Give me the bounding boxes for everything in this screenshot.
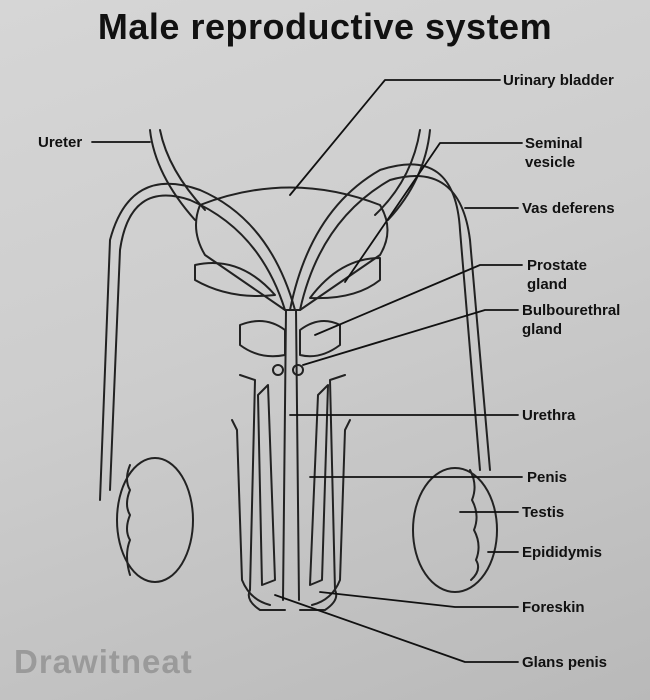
label-testis: Testis — [522, 504, 565, 521]
seminal-vesicles — [194, 257, 381, 300]
label-line-1: Bulbourethral — [522, 302, 621, 319]
testes — [116, 457, 498, 593]
label-epididymis: Epididymis — [522, 544, 603, 561]
label-seminal-vesicle: Seminal vesicle — [525, 134, 583, 172]
label-bulbourethral-gland: Bulbourethral gland — [522, 301, 620, 339]
label-urinary-bladder: Urinary bladder — [503, 72, 614, 89]
label-urethra: Urethra — [522, 407, 576, 424]
label-glans-penis: Glans penis — [522, 654, 608, 671]
leader-lines — [91, 79, 523, 663]
label-line-2: gland — [527, 276, 567, 293]
label-line-2: gland — [522, 321, 562, 338]
label-penis: Penis — [527, 469, 568, 486]
label-ureter: Ureter — [38, 134, 83, 151]
watermark: Drawitneat — [14, 643, 193, 680]
diagram-title: Male reproductive system — [97, 6, 553, 47]
label-line-1: Prostate — [527, 257, 588, 274]
vas-deferens — [99, 163, 491, 501]
ureters — [149, 129, 431, 221]
label-vas-deferens: Vas deferens — [522, 200, 615, 217]
label-line-2: vesicle — [525, 154, 576, 171]
label-line-1: Seminal — [525, 135, 583, 152]
prostate — [239, 320, 341, 376]
penis — [231, 309, 351, 611]
label-prostate-gland: Prostate gland — [527, 256, 587, 294]
label-foreskin: Foreskin — [522, 599, 585, 616]
